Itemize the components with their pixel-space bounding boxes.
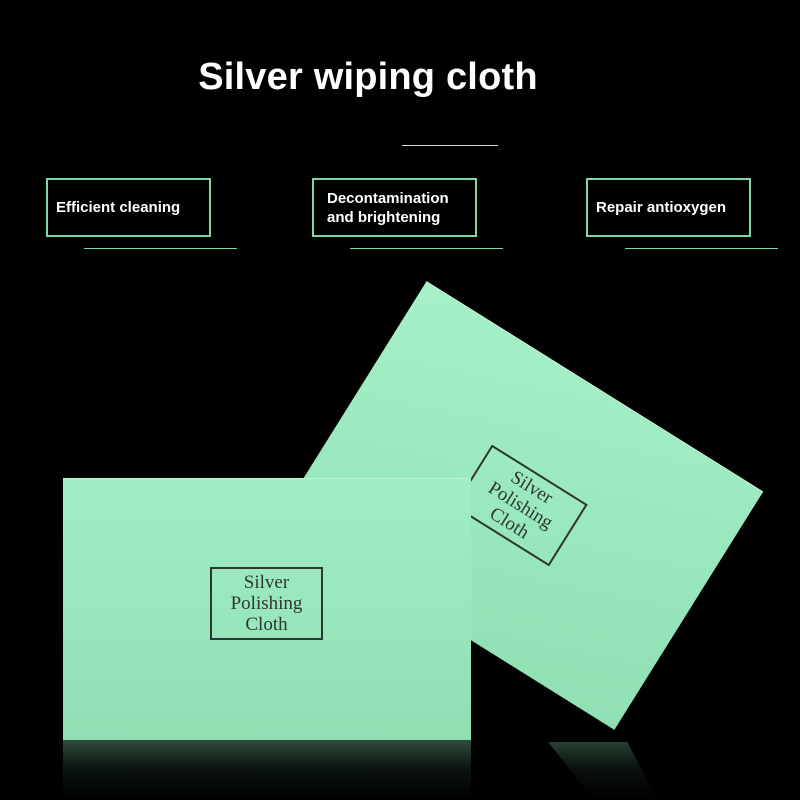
- feature-label: Decontamination and brightening: [327, 189, 449, 226]
- feature-label: Repair antioxygen: [596, 199, 727, 216]
- product-box-front: Silver Polishing Cloth: [63, 478, 471, 740]
- feature-badge-decontamination: Decontamination and brightening: [312, 178, 477, 237]
- feature-underline: [350, 248, 503, 249]
- feature-label: Efficient cleaning: [56, 199, 181, 216]
- box-logo-stamp: Silver Polishing Cloth: [452, 444, 588, 566]
- page-title: Silver wiping cloth: [198, 56, 538, 98]
- front-box-reflection: [63, 742, 471, 800]
- feature-underline: [84, 248, 237, 249]
- logo-line: Cloth: [245, 614, 288, 635]
- logo-line: Polishing: [230, 593, 303, 614]
- tilted-box-reflection: [548, 742, 658, 800]
- feature-badge-efficient-cleaning: Efficient cleaning: [46, 178, 211, 237]
- logo-line: Silver: [243, 572, 290, 593]
- box-logo-stamp: Silver Polishing Cloth: [210, 567, 323, 640]
- feature-badge-repair-antioxygen: Repair antioxygen: [586, 178, 751, 237]
- feature-underline: [625, 248, 778, 249]
- title-divider: [402, 145, 498, 146]
